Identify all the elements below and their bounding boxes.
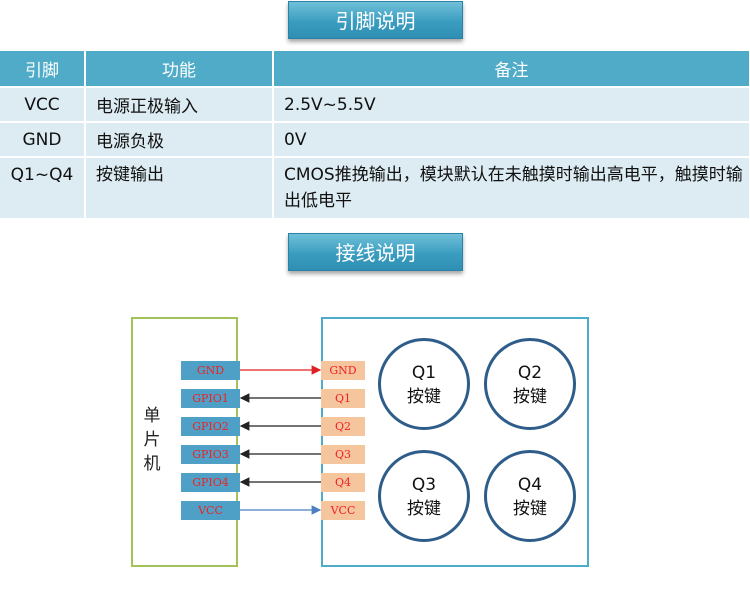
table-row: Q1~Q4 按键输出 CMOS推挽输出，模块默认在未触摸时输出高电平，触摸时输出… (0, 156, 750, 218)
table-cell: 2.5V~5.5V (273, 86, 750, 122)
button-q2: Q2 按键 (484, 338, 576, 430)
table-cell: VCC (0, 86, 86, 122)
table-cell: GND (0, 121, 86, 157)
header-remark: 备注 (273, 51, 750, 87)
pin-description-title: 引脚说明 (288, 1, 463, 39)
button-id: Q3 (411, 475, 437, 495)
wiring-description-title: 接线说明 (288, 233, 463, 271)
button-id: Q1 (411, 363, 437, 383)
button-id: Q4 (517, 475, 543, 495)
header-function: 功能 (85, 51, 274, 87)
pin-table: 引脚 功能 备注 VCC 电源正极输入 2.5V~5.5V GND 电源负极 0… (0, 51, 750, 218)
button-label: 按键 (407, 387, 441, 407)
module-pin-vcc: VCC (321, 501, 365, 520)
module-pin-q1: Q1 (321, 389, 365, 408)
table-cell: CMOS推挽输出，模块默认在未触摸时输出高电平，触摸时输出低电平 (273, 156, 750, 218)
button-label: 按键 (513, 499, 547, 519)
mcu-box (131, 317, 238, 567)
table-cell: 0V (273, 121, 750, 157)
mcu-pin-gnd: GND (181, 361, 240, 380)
button-id: Q2 (517, 363, 543, 383)
mcu-pin-vcc: VCC (181, 501, 240, 520)
mcu-pin-gpio4: GPIO4 (181, 473, 240, 492)
button-label: 按键 (407, 499, 441, 519)
mcu-pin-gpio3: GPIO3 (181, 445, 240, 464)
module-pin-q2: Q2 (321, 417, 365, 436)
table-row: GND 电源负极 0V (0, 121, 750, 157)
table-cell: 电源正极输入 (85, 86, 274, 122)
header-pin: 引脚 (0, 51, 86, 87)
table-cell: 按键输出 (85, 156, 274, 218)
table-cell: Q1~Q4 (0, 156, 86, 218)
button-q1: Q1 按键 (378, 338, 470, 430)
module-pin-q3: Q3 (321, 445, 365, 464)
table-row: VCC 电源正极输入 2.5V~5.5V (0, 86, 750, 122)
button-q3: Q3 按键 (378, 450, 470, 542)
pin-table-header: 引脚 功能 备注 (0, 51, 750, 87)
mcu-pin-gpio1: GPIO1 (181, 389, 240, 408)
module-pin-q4: Q4 (321, 473, 365, 492)
table-cell: 电源负极 (85, 121, 274, 157)
mcu-label: 单片机 (143, 406, 161, 474)
module-pin-gnd: GND (321, 361, 365, 380)
mcu-pin-gpio2: GPIO2 (181, 417, 240, 436)
button-q4: Q4 按键 (484, 450, 576, 542)
button-label: 按键 (513, 387, 547, 407)
touch-module-box (321, 317, 589, 567)
